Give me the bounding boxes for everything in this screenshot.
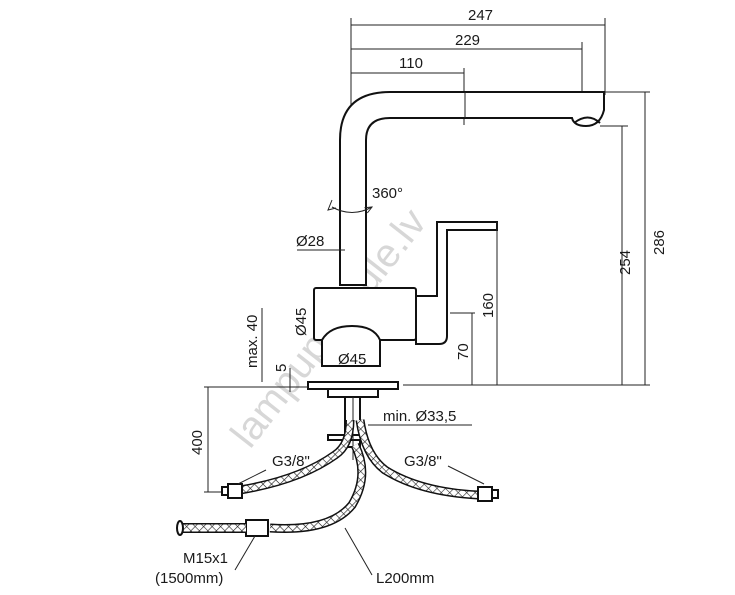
label-hole: min. Ø33,5: [383, 408, 456, 425]
dim-254: 254: [617, 250, 634, 275]
right-dimensions: 286 254 160 70: [403, 91, 668, 386]
dim-400: 400: [189, 430, 206, 455]
hoses: [176, 419, 499, 537]
label-dia28: Ø28: [296, 233, 324, 250]
dim-160: 160: [480, 293, 497, 318]
dim-5: 5: [273, 364, 290, 372]
faucet-body: [307, 91, 605, 460]
dim-247: 247: [468, 7, 493, 24]
top-dimensions: 247 229 110: [350, 7, 606, 125]
left-annotations: max. 40 5 400 Ø28 Ø45 Ø45 360° min. Ø33,…: [189, 185, 472, 493]
hose-labels: G3/8" G3/8" M15x1 (1500mm) L200mm: [155, 453, 485, 587]
dim-max40: max. 40: [244, 315, 261, 368]
label-dia45: Ø45: [338, 351, 366, 368]
label-m15: M15x1: [183, 550, 228, 567]
label-dia45-vertical: Ø45: [293, 308, 310, 336]
dim-110: 110: [399, 55, 423, 72]
label-rotation: 360°: [372, 185, 403, 202]
label-l200: L200mm: [376, 570, 434, 587]
label-g38-left: G3/8": [272, 453, 310, 470]
label-1500: (1500mm): [155, 570, 223, 587]
label-g38-right: G3/8": [404, 453, 442, 470]
dim-70: 70: [455, 343, 472, 360]
dim-286: 286: [651, 230, 668, 255]
dim-229: 229: [455, 32, 480, 49]
